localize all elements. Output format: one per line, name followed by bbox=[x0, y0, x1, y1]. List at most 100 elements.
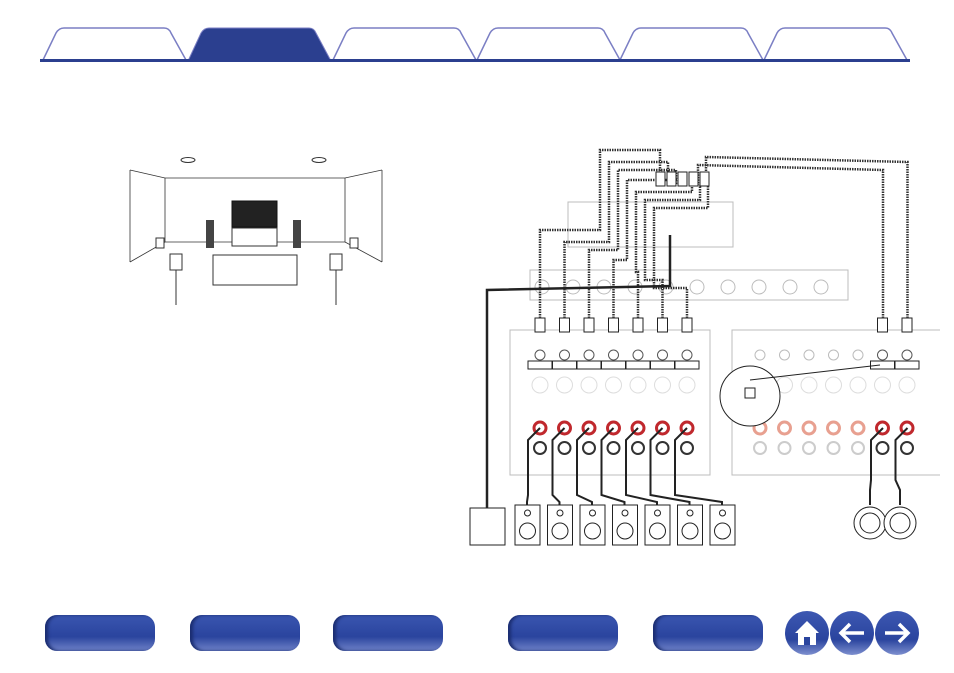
speaker-cable bbox=[674, 427, 723, 505]
nav-button-4[interactable] bbox=[508, 615, 618, 651]
amp2-xlr-input bbox=[898, 376, 916, 394]
amp1-rca-plug bbox=[608, 317, 619, 333]
amp2-rca-input bbox=[754, 349, 766, 361]
nav-button-2[interactable] bbox=[190, 615, 300, 651]
speaker-cable bbox=[649, 427, 691, 505]
tweeter bbox=[654, 509, 661, 517]
surround-speaker-right bbox=[349, 237, 359, 249]
tweeter bbox=[589, 509, 596, 517]
amp2-rca-input bbox=[877, 349, 888, 361]
back-speaker-left bbox=[169, 253, 183, 271]
amp2-rca-input bbox=[852, 349, 864, 361]
amp1-rca-plug bbox=[559, 317, 570, 333]
speaker-cable bbox=[551, 427, 566, 505]
amp1-rca-input bbox=[534, 349, 546, 361]
front-speaker-left bbox=[206, 220, 214, 248]
tab-underline bbox=[40, 59, 910, 62]
xlr-connector bbox=[689, 279, 705, 295]
speaker-cable bbox=[526, 427, 541, 505]
amp2-terminal-plus bbox=[826, 420, 841, 436]
tab-3[interactable] bbox=[332, 27, 477, 61]
amp2-terminal-minus bbox=[900, 441, 914, 455]
amp2-rca-plug bbox=[901, 317, 913, 333]
woofer bbox=[649, 522, 666, 540]
amp2-terminal-plus bbox=[850, 420, 866, 436]
bookshelf-speaker bbox=[547, 504, 573, 546]
nav-button-1[interactable] bbox=[45, 615, 155, 651]
bookshelf-speaker bbox=[514, 504, 541, 546]
room-layout-illustration bbox=[129, 157, 383, 305]
amp1-xlr-input bbox=[605, 376, 622, 394]
wiring-diagram bbox=[469, 148, 940, 546]
amp2-terminal-minus bbox=[753, 441, 767, 455]
rca-cable bbox=[634, 185, 694, 318]
rca-cable bbox=[704, 155, 909, 318]
amp2-terminal-minus bbox=[802, 441, 816, 455]
home-button[interactable] bbox=[785, 611, 829, 655]
ceiling-speaker-left bbox=[180, 157, 196, 163]
amp1-terminal-minus bbox=[606, 441, 621, 455]
amp1-xlr-input bbox=[654, 376, 671, 394]
callout-line bbox=[749, 364, 881, 381]
amp1-rca-input bbox=[681, 349, 693, 361]
rca-plug bbox=[677, 171, 688, 187]
bookshelf-speaker bbox=[677, 504, 703, 546]
amp2-xlr-input bbox=[825, 376, 842, 394]
tab-1[interactable] bbox=[42, 27, 187, 61]
amp1-terminal-minus bbox=[655, 441, 670, 455]
tab-5[interactable] bbox=[619, 27, 764, 61]
amp1-mode-switch bbox=[674, 360, 700, 370]
rca-cable bbox=[538, 148, 662, 318]
rca-cable bbox=[563, 160, 670, 318]
woofer bbox=[714, 522, 731, 540]
woofer bbox=[616, 522, 634, 540]
avr-preout-panel bbox=[529, 269, 849, 301]
nav-button-3[interactable] bbox=[333, 615, 443, 651]
amp1-xlr-input bbox=[580, 376, 598, 394]
speaker-cable bbox=[869, 427, 884, 505]
amp2-terminal-minus bbox=[826, 441, 841, 455]
back-button[interactable] bbox=[830, 611, 874, 655]
bookshelf-speaker bbox=[709, 504, 736, 546]
tab-2-active[interactable] bbox=[187, 27, 332, 61]
amp1-terminal-minus bbox=[680, 441, 694, 455]
amp2-rca-input bbox=[901, 349, 913, 361]
tv bbox=[231, 200, 278, 228]
woofer bbox=[519, 522, 536, 540]
ceiling-speaker bbox=[883, 506, 917, 540]
xlr-connector bbox=[720, 279, 736, 295]
bookshelf-speaker bbox=[579, 504, 606, 546]
amp2-terminal-minus bbox=[777, 441, 792, 455]
amp1-terminal-minus bbox=[557, 441, 572, 455]
home-icon bbox=[795, 621, 819, 645]
back-speaker-right bbox=[329, 253, 343, 271]
arrow-right-icon bbox=[885, 622, 911, 644]
front-speaker-right bbox=[293, 220, 301, 248]
tab-6[interactable] bbox=[763, 27, 908, 61]
nav-button-5[interactable] bbox=[653, 615, 763, 651]
tab-4[interactable] bbox=[476, 27, 621, 61]
woofer bbox=[584, 522, 601, 540]
tweeter bbox=[719, 509, 726, 517]
avr-rear-panel bbox=[567, 201, 734, 248]
amp2-xlr-input bbox=[874, 376, 891, 394]
forward-button[interactable] bbox=[875, 611, 919, 655]
amp2-terminal-minus bbox=[851, 441, 865, 455]
amp2-rca-input bbox=[803, 349, 815, 361]
amp1-rca-input bbox=[559, 349, 570, 361]
subwoofer bbox=[469, 507, 506, 546]
bookshelf-speaker bbox=[612, 504, 638, 546]
amp1-rca-input bbox=[657, 349, 668, 361]
rca-cable bbox=[652, 185, 710, 318]
amp2-rca-input bbox=[828, 349, 839, 361]
amp1-rca-plug bbox=[657, 317, 668, 333]
amp1-rca-plug bbox=[632, 317, 644, 333]
tweeter bbox=[621, 509, 629, 517]
rca-plug bbox=[666, 171, 677, 187]
amp1-rca-plug bbox=[534, 317, 546, 333]
amp1-rca-plug bbox=[583, 317, 595, 333]
amp1-rca-input bbox=[608, 349, 619, 361]
woofer bbox=[551, 522, 569, 540]
switch-detail bbox=[744, 387, 756, 399]
ceiling-speaker-cone bbox=[889, 512, 911, 534]
